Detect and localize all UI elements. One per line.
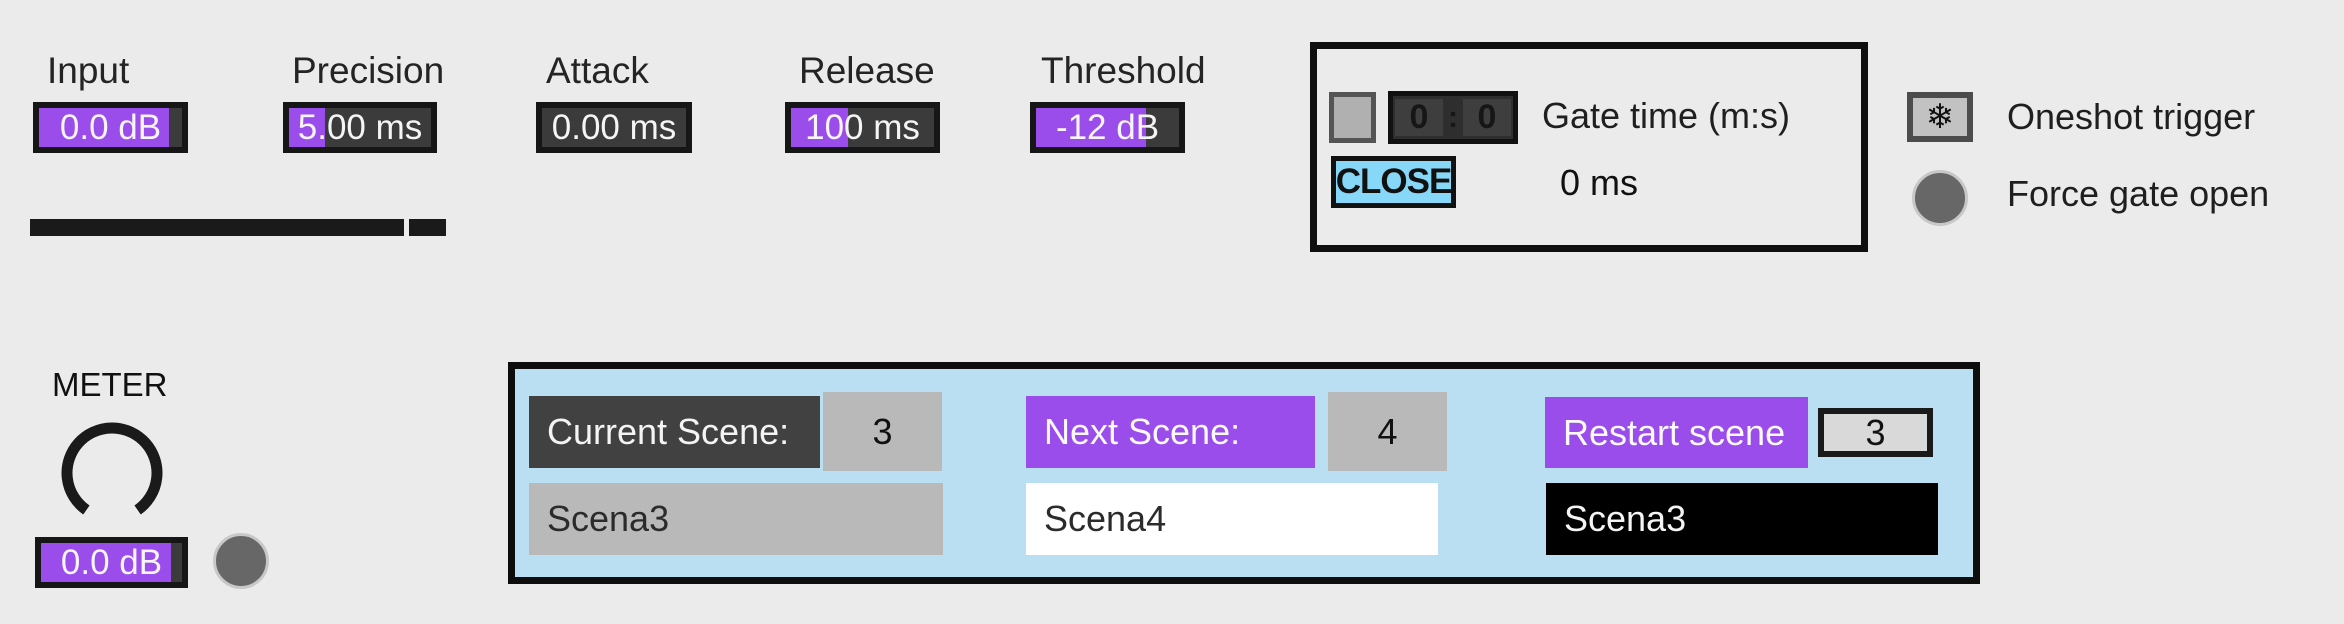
meter-label: METER xyxy=(52,366,168,403)
threshold-numbox[interactable]: -12 dB xyxy=(1030,102,1185,153)
restart-scene-button[interactable]: Restart scene xyxy=(1545,397,1808,468)
attack-numbox[interactable]: 0.00 ms xyxy=(536,102,692,153)
input-gain-fill xyxy=(39,108,170,147)
current-scene-label: Current Scene: xyxy=(529,396,820,468)
gate-time-toggle[interactable] xyxy=(1329,92,1376,143)
meter-value: 0.0 dB xyxy=(60,542,163,582)
force-gate-open-label: Force gate open xyxy=(2007,173,2270,214)
next-scene-number[interactable]: 4 xyxy=(1328,392,1447,471)
release-label: Release xyxy=(799,50,935,91)
current-scene-number[interactable]: 3 xyxy=(823,392,942,471)
meter-numbox[interactable]: 0.0 dB xyxy=(35,537,188,588)
input-gain-slider[interactable] xyxy=(30,219,450,236)
input-label: Input xyxy=(47,50,130,91)
attack-value: 0.00 ms xyxy=(551,107,677,147)
force-gate-open-button[interactable] xyxy=(1912,170,1968,226)
gate-minutes-field[interactable]: 0 xyxy=(1395,98,1443,136)
meter-fill xyxy=(41,543,171,582)
oneshot-trigger-button[interactable]: ❄ xyxy=(1907,92,1973,142)
release-value: 100 ms xyxy=(805,107,920,147)
precision-numbox[interactable]: 5.00 ms xyxy=(283,102,437,153)
restart-scene-number[interactable]: 3 xyxy=(1818,408,1933,457)
meter-knob[interactable] xyxy=(56,418,168,530)
restart-scene-name: Scena3 xyxy=(1546,483,1938,555)
threshold-label: Threshold xyxy=(1041,50,1206,91)
gate-ms-readout: 0 ms xyxy=(1560,162,1639,203)
slider-fill xyxy=(30,219,404,236)
close-button[interactable]: CLOSE xyxy=(1331,156,1456,208)
attack-label: Attack xyxy=(546,50,649,91)
precision-label: Precision xyxy=(292,50,445,91)
precision-fill xyxy=(289,108,325,147)
next-scene-name[interactable]: Scena4 xyxy=(1026,483,1438,555)
gate-time-numbox[interactable]: 0 : 0 xyxy=(1388,91,1518,144)
gate-time-colon: : xyxy=(1448,100,1458,134)
meter-button[interactable] xyxy=(213,533,269,589)
snowflake-icon: ❄ xyxy=(1925,98,1955,136)
input-gain-numbox[interactable]: 0.0 dB xyxy=(33,102,188,153)
precision-value: 5.00 ms xyxy=(297,107,423,147)
input-gain-value: 0.0 dB xyxy=(59,107,162,147)
next-scene-label: Next Scene: xyxy=(1026,396,1315,468)
release-fill xyxy=(791,108,849,147)
release-numbox[interactable]: 100 ms xyxy=(785,102,940,153)
oneshot-trigger-label: Oneshot trigger xyxy=(2007,96,2256,137)
current-scene-name: Scena3 xyxy=(529,483,943,555)
scene-panel: Current Scene: 3 Scena3 Next Scene: 4 Sc… xyxy=(508,362,1980,584)
gate-time-label: Gate time (m:s) xyxy=(1542,95,1791,136)
threshold-value: -12 dB xyxy=(1055,107,1160,147)
threshold-fill xyxy=(1036,108,1147,147)
slider-thumb[interactable] xyxy=(409,219,446,236)
gate-seconds-field[interactable]: 0 xyxy=(1463,98,1511,136)
gate-time-panel: 0 : 0 Gate time (m:s) CLOSE 0 ms xyxy=(1310,42,1868,252)
